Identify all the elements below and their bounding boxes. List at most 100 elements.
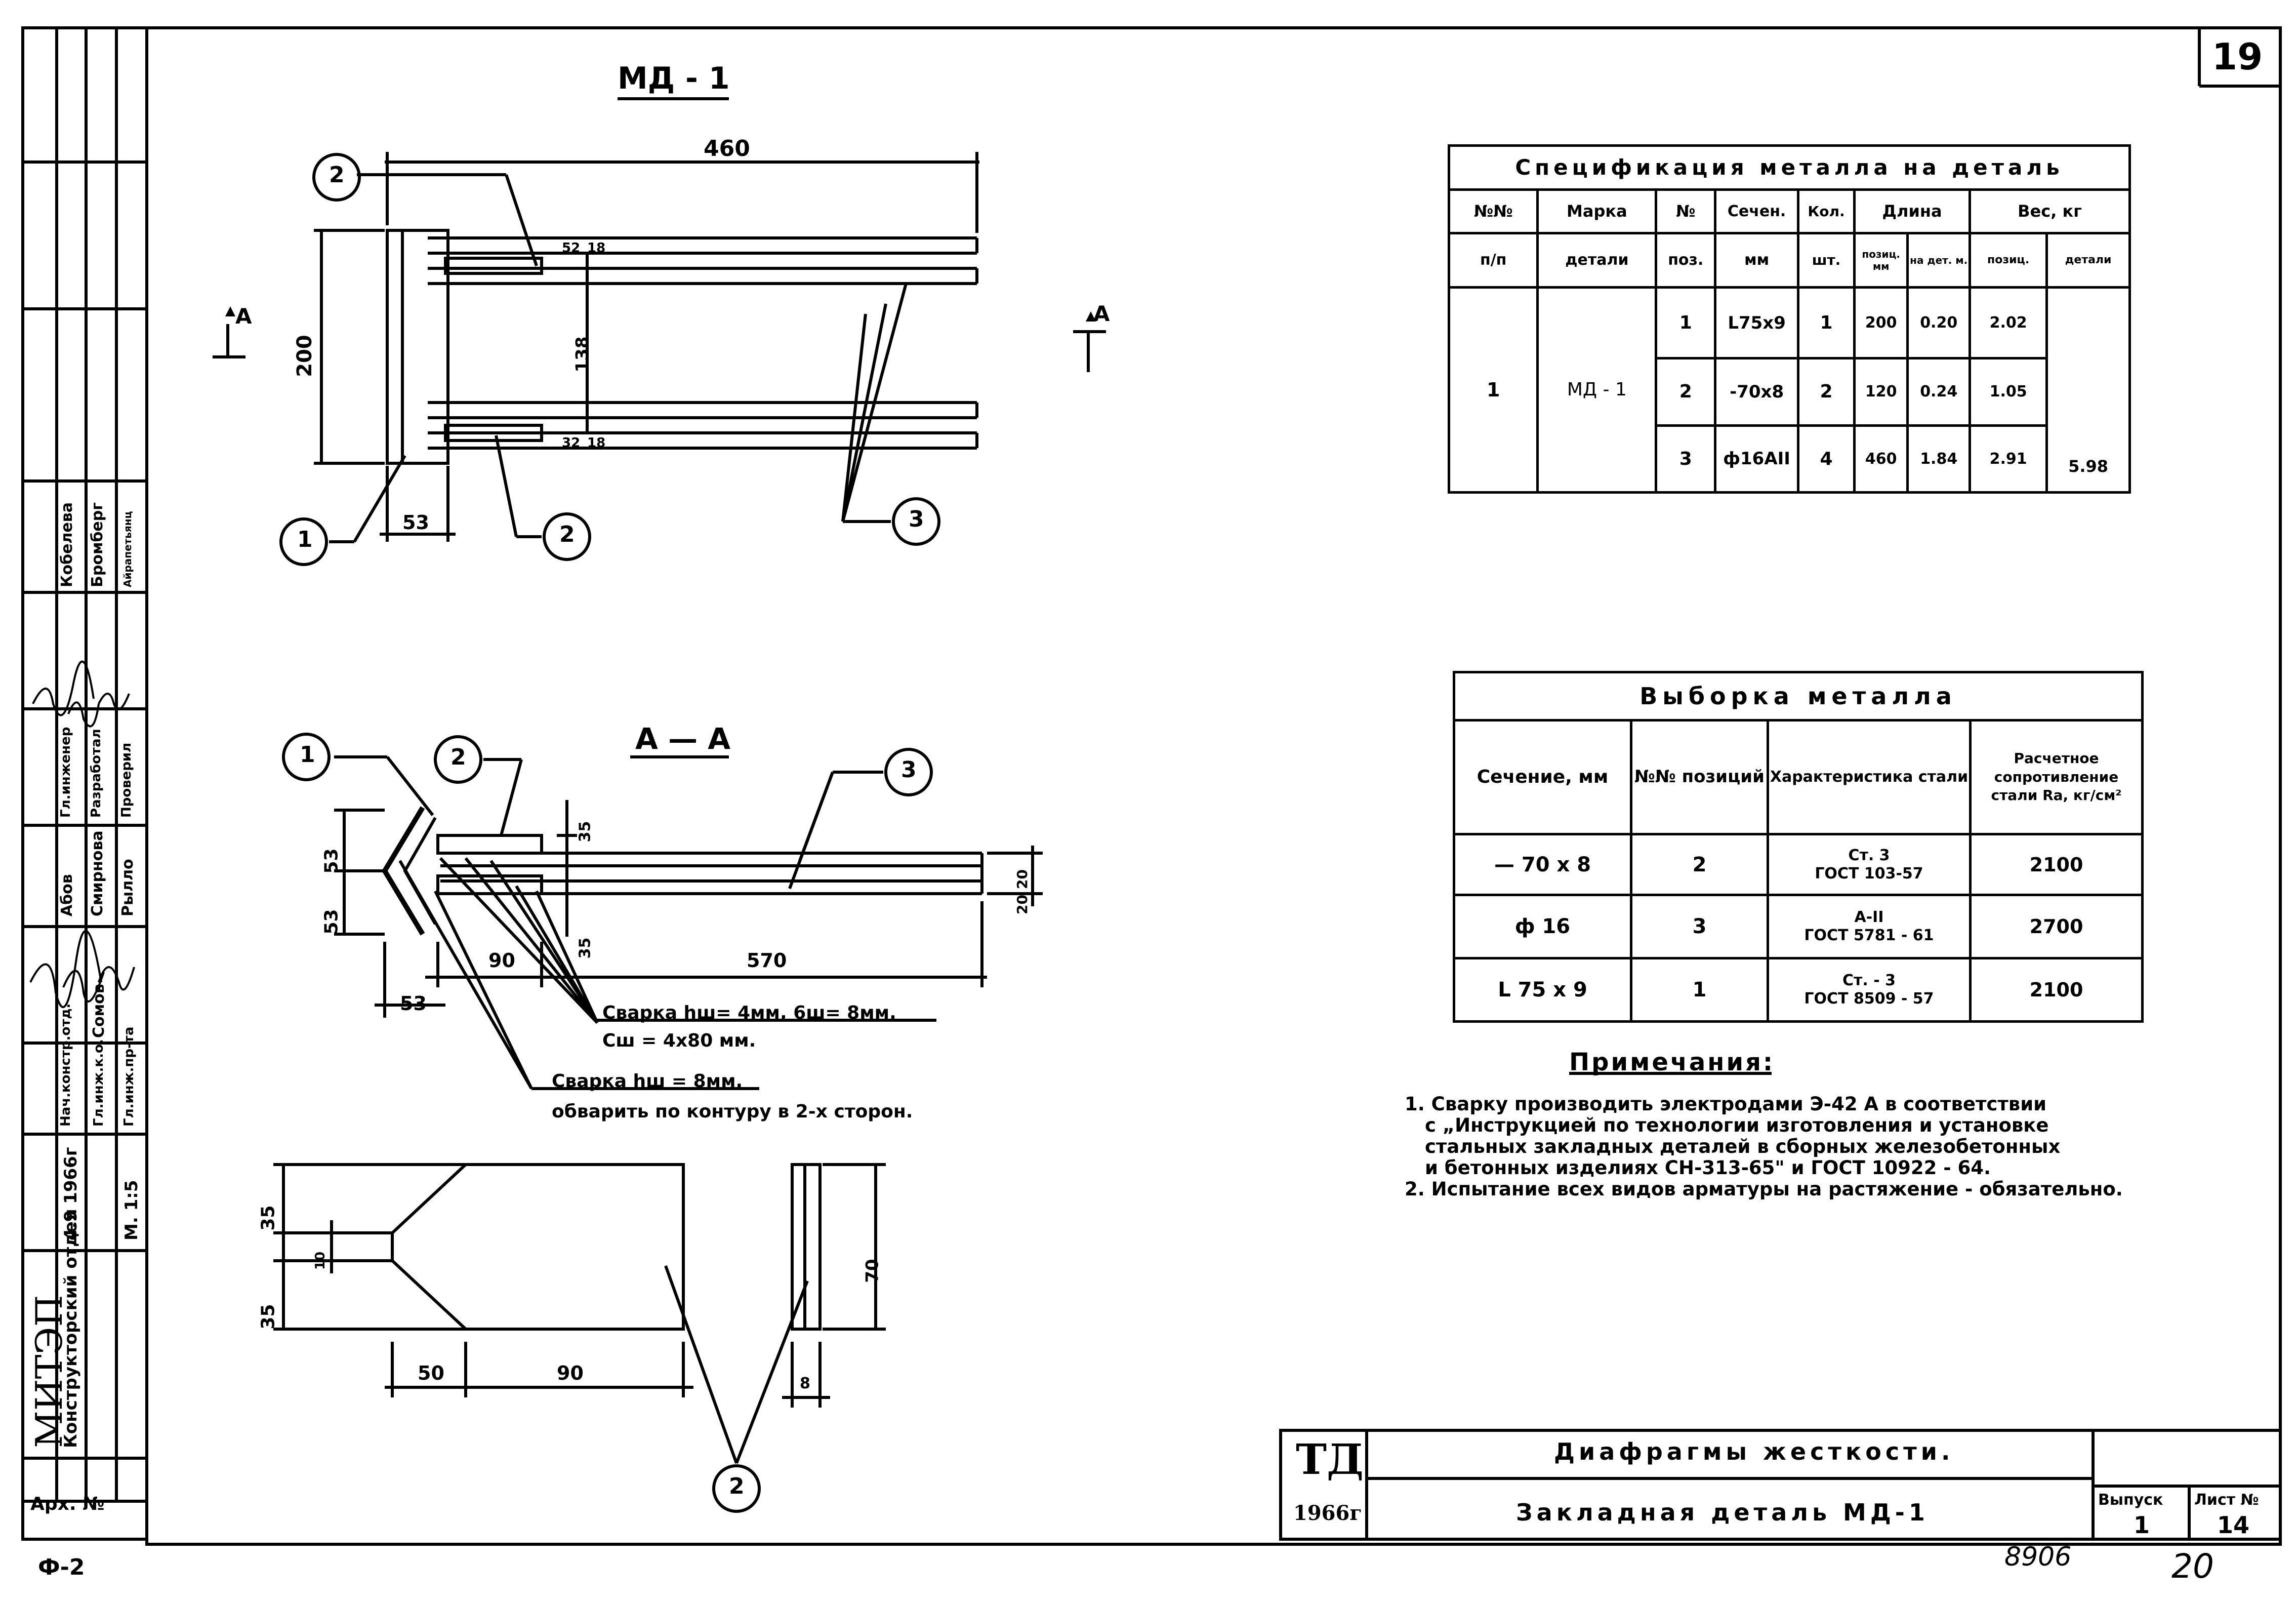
dim-90: 90: [488, 949, 515, 972]
dim-18-bottom: 18: [587, 435, 606, 451]
callout-2-label: 2: [329, 162, 345, 188]
tb-sheet: 14: [2217, 1511, 2250, 1539]
tb-sheet-label: Лист №: [2194, 1491, 2259, 1509]
stamp-dept: Конструкторский отдел: [61, 1209, 81, 1448]
callout-1-label: 1: [297, 527, 313, 552]
spec-qty: 4: [1796, 424, 1856, 494]
spec-row-no: 1: [1447, 286, 1539, 494]
tb-issue-label: Выпуск: [2098, 1491, 2163, 1509]
dim-53b: 53: [321, 909, 342, 935]
spec-pos: 2: [1655, 357, 1717, 427]
dim-20b: 20: [1013, 895, 1031, 914]
section-title: А — А: [635, 722, 731, 756]
spec-section: -70х8: [1714, 357, 1799, 427]
plan-view: [213, 152, 1106, 543]
stamp-name: Айрапетьянц: [121, 511, 134, 587]
sel-r: 2100: [1969, 957, 2144, 1023]
callout-1-label: 1: [300, 742, 315, 768]
sel-steel2: ГОСТ 5781 - 61: [1804, 927, 1934, 944]
stamp-date: 4.9 1966г: [61, 1147, 81, 1240]
spec-hdr-no: №№: [1447, 188, 1539, 234]
spec-w-pos: 1.05: [1969, 357, 2048, 427]
callout-circle: [543, 512, 591, 561]
dim-53a: 53: [321, 848, 342, 874]
spec-hdr-length: Длина: [1853, 188, 1972, 234]
notes-body: 1. Сварку производить электродами Э-42 А…: [1405, 1094, 2123, 1200]
callout-circle: [884, 748, 933, 796]
spec-hdr-section: Сечен.: [1714, 188, 1799, 234]
sel-hdr-pos: №№ позиций: [1630, 719, 1769, 835]
spec-pos: 3: [1655, 424, 1717, 494]
tb-title1: Диафрагмы жесткости.: [1554, 1438, 1954, 1465]
callout-3-label: 3: [901, 757, 917, 783]
sel-section: L 75 х 9: [1453, 957, 1632, 1023]
tb-org: ТД: [1296, 1435, 1364, 1484]
plate-dim-50: 50: [418, 1362, 444, 1384]
weld-note-3: Сварка hш = 8мм.: [552, 1071, 743, 1092]
spec-hdr-mm: мм: [1714, 232, 1799, 289]
dim-35-bottom: 35: [576, 937, 594, 959]
spec-section: L75х9: [1714, 286, 1799, 360]
section-marker-left: А: [235, 304, 252, 329]
sel-hdr-steel: Характеристика стали: [1767, 719, 1972, 835]
spec-hdr-pp: п/п: [1447, 232, 1539, 289]
spec-hdr-detail: детали: [1536, 232, 1658, 289]
spec-hdr-len-pos: позиц. мм: [1853, 232, 1909, 289]
dim-570: 570: [747, 949, 787, 972]
plate-detail: [273, 1163, 886, 1464]
note-line: 1. Сварку производить электродами Э-42 А…: [1405, 1093, 2047, 1115]
detail-title: МД - 1: [618, 61, 730, 96]
spec-hdr-qty: Кол.: [1796, 188, 1856, 234]
sel-steel2: ГОСТ 103-57: [1815, 864, 1923, 883]
dim-20a: 20: [1013, 869, 1031, 889]
plate-dim-70: 70: [862, 1259, 883, 1283]
spec-len-pos: 200: [1853, 286, 1909, 360]
dim-138: 138: [572, 336, 593, 373]
notes-title: Примечания:: [1569, 1048, 1775, 1076]
spec-hdr-pos: №: [1655, 188, 1717, 234]
dim-460: 460: [704, 136, 750, 162]
dim-52-top: 52: [562, 241, 581, 256]
sel-pos: 3: [1630, 894, 1769, 959]
sel-hdr-section: Сечение, мм: [1453, 719, 1632, 835]
note-line: стальных закладных деталей в сборных жел…: [1425, 1136, 2061, 1157]
spec-mark: МД - 1: [1536, 286, 1658, 494]
note-line: и бетонных изделиях СН-313-65" и ГОСТ 10…: [1425, 1157, 1991, 1179]
sel-r: 2700: [1969, 894, 2144, 959]
spec-w-det: 5.98: [2045, 286, 2131, 494]
plate-dim-35b: 35: [258, 1304, 279, 1330]
plate-dim-10: 10: [313, 1251, 329, 1270]
callout-circle: [312, 153, 361, 202]
spec-len-det: 1.84: [1906, 424, 1972, 494]
sel-section: ф 16: [1453, 894, 1632, 959]
callout-circle: [282, 733, 331, 781]
callout-2-label: 2: [559, 522, 575, 547]
sel-section: — 70 х 8: [1453, 833, 1632, 896]
dim-53-bottom: 53: [400, 992, 427, 1015]
spec-hdr-mark: Марка: [1536, 188, 1658, 234]
handwritten-number: 8906: [2004, 1542, 2072, 1572]
spec-len-det: 0.24: [1906, 357, 1972, 427]
callout-circle: [892, 497, 940, 546]
callout-2-label: 2: [450, 744, 466, 770]
section-marker-right: А: [1093, 301, 1110, 326]
selection-title: Выборка металла: [1452, 671, 2144, 722]
bottom-left-code: Ф-2: [38, 1554, 85, 1580]
stamp-scale: М. 1:5: [121, 1180, 142, 1241]
spec-section: ф16АII: [1714, 424, 1799, 494]
callout-circle: [434, 735, 482, 784]
plate-dim-35a: 35: [258, 1205, 279, 1231]
plate-dim-8: 8: [800, 1375, 810, 1392]
weld-note-1: Сварка hш= 4мм, 6ш= 8мм.: [602, 1003, 896, 1023]
section-view: [334, 755, 1043, 1090]
dim-200: 200: [293, 335, 316, 377]
spec-pos: 1: [1655, 286, 1717, 360]
dim-35-top: 35: [576, 821, 594, 843]
spec-hdr-w-det: детали: [2045, 232, 2131, 289]
page-number: 19: [2212, 35, 2263, 78]
callout-circle: [712, 1464, 761, 1513]
dim-18-top: 18: [587, 241, 606, 256]
spec-len-pos: 120: [1853, 357, 1909, 427]
dim-32-bottom: 32: [562, 435, 581, 451]
sel-r: 2100: [1969, 833, 2144, 896]
